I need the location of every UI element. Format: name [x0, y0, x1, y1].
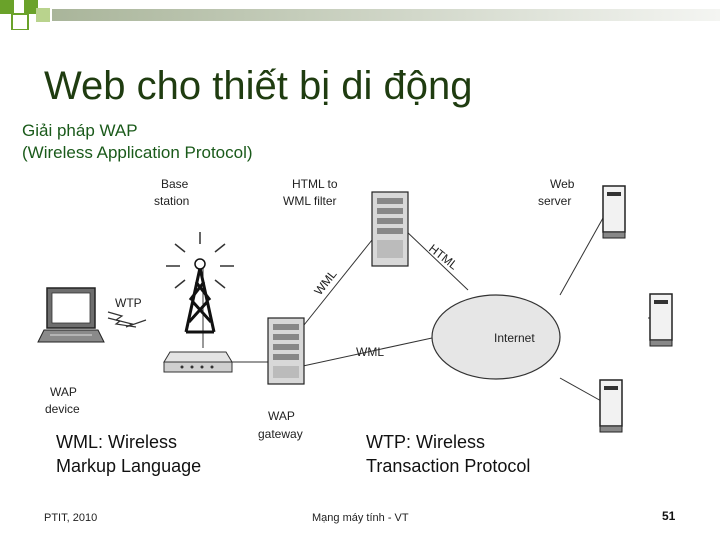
label-filter-1: HTML to: [292, 177, 338, 191]
wireless-signal-icon: [107, 311, 147, 328]
subtitle-line-2: (Wireless Application Protocol): [22, 143, 253, 162]
label-wap-gateway-1: WAP: [268, 409, 295, 423]
wml-link-line: [299, 239, 373, 331]
footer-left: PTIT, 2010: [44, 512, 98, 524]
wap-device-laptop-icon: [37, 287, 105, 343]
web-server-icon: [602, 185, 626, 239]
label-internet: Internet: [494, 331, 535, 345]
note-wml-line-2: Markup Language: [56, 456, 202, 476]
label-wap-device-2: device: [45, 402, 80, 416]
subtitle-line-1: Giải pháp WAP: [22, 121, 138, 140]
web-server-icon: [649, 293, 673, 347]
internet-cloud: [431, 294, 561, 380]
web-server-icon: [599, 379, 623, 433]
html-link-line: [404, 229, 469, 291]
label-wml-horizontal: WML: [356, 345, 384, 359]
filter-server-icon: [371, 191, 409, 267]
label-filter-2: WML filter: [283, 194, 337, 208]
connection-lines: [202, 217, 658, 403]
label-wap-device-1: WAP: [50, 385, 77, 399]
note-wtp-line-1: WTP: Wireless: [366, 432, 485, 452]
slide-title: Web cho thiết bị di động: [44, 64, 473, 108]
radio-waves-icon: [166, 232, 234, 289]
wap-gateway-server-icon: [267, 317, 305, 385]
note-wtp-line-2: Transaction Protocol: [366, 456, 531, 476]
wml-horizontal-line: [302, 337, 433, 367]
router-icon: [163, 351, 233, 373]
label-html-diagonal: HTML: [426, 241, 461, 272]
base-station-tower-icon: [184, 267, 216, 334]
label-wtp: WTP: [115, 296, 142, 310]
label-base-station-2: station: [154, 194, 189, 208]
note-wml-line-1: WML: Wireless: [56, 432, 177, 452]
label-web-server-2: server: [538, 194, 571, 208]
label-base-station-1: Base: [161, 177, 189, 191]
label-wml-diagonal: WML: [311, 267, 339, 298]
page-number: 51: [662, 509, 676, 523]
label-web-server-1: Web: [550, 177, 575, 191]
footer-center: Mạng máy tính - VT: [312, 512, 409, 524]
top-decoration: [0, 0, 720, 30]
label-wap-gateway-2: gateway: [258, 427, 303, 441]
